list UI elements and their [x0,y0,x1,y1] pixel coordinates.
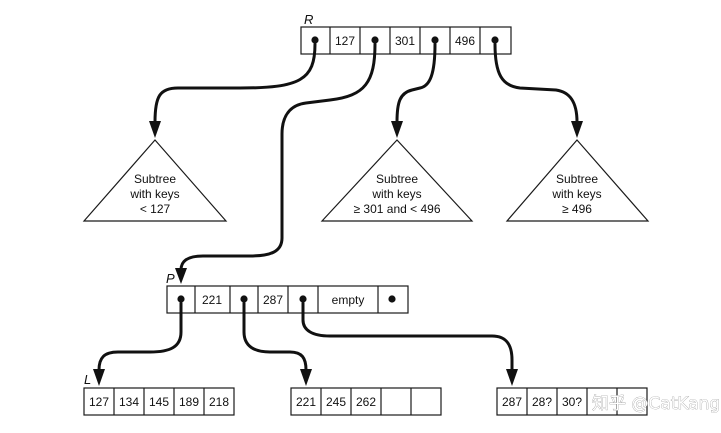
subtree-right-triangle [505,139,650,222]
subtree-middle-line: ≥ 301 and < 496 [354,202,441,216]
subtree-right-line: Subtree [556,172,598,186]
subtree-left-triangle [82,139,228,222]
subtree-right-line: with keys [551,187,601,201]
subtree-middle-line: Subtree [376,172,418,186]
subtree-right: Subtree with keys ≥ 496 [505,139,650,222]
leaf-node-1: 127 134 145 189 218 [83,387,235,416]
edge-root-to-middle-subtree [395,42,437,124]
internal-pointer-dot [299,295,307,303]
edge-internal-to-leaf-1 [97,301,183,372]
subtree-middle: Subtree with keys ≥ 301 and < 496 [320,139,474,222]
root-key: 301 [395,34,415,48]
root-label: R [304,12,313,27]
leaf-key: 221 [296,395,316,409]
subtree-left-line: with keys [129,187,179,201]
subtree-middle-triangle [320,139,474,222]
arrowhead-icon [149,121,161,138]
internal-key: 221 [202,293,222,307]
arrowhead-icon [93,369,105,386]
subtree-left-line: < 127 [140,202,171,216]
leaf-key: 218 [209,395,229,409]
arrowhead-icon [506,369,518,386]
internal-key: 287 [263,293,283,307]
leaf-key: 262 [356,395,376,409]
leaf-node-2-box [290,387,442,416]
leaf-node-3-box [496,387,648,416]
leaf-key: 28? [532,395,552,409]
edge-internal-to-leaf-3 [301,301,514,372]
root-node: 127 301 496 [300,26,512,55]
arrowhead-icon [175,268,187,284]
leaf-key: 189 [179,395,199,409]
root-pointer-dot [371,36,379,44]
leaf-key: 30? [562,395,582,409]
internal-pointer-dot [388,295,396,303]
watermark: 知乎 @CatKang [592,394,720,414]
subtree-middle-line: with keys [371,187,421,201]
root-key: 496 [455,34,475,48]
edge-root-to-left-subtree [153,42,317,124]
internal-empty-text: empty [332,293,365,307]
edge-root-to-right-subtree [493,42,579,124]
leaf-key: 245 [326,395,346,409]
internal-pointer-dot [177,295,185,303]
edge-root-to-internal-node [179,42,377,272]
subtree-left: Subtree with keys < 127 [82,139,228,222]
leaf-label: L [84,372,91,387]
arrowhead-icon [571,121,583,138]
edge-internal-to-leaf-2 [242,301,308,372]
root-pointer-dot [311,36,319,44]
leaf-node-2: 221 245 262 [290,387,442,416]
leaf-node-3: 287 28? 30? [496,387,648,416]
internal-pointer-dot [240,295,248,303]
leaf-key: 145 [149,395,169,409]
root-pointer-dot [491,36,499,44]
internal-node: 221 287 empty [166,285,409,314]
arrowhead-icon [300,369,312,386]
arrowhead-icon [391,121,403,138]
leaf-node-1-box [83,387,235,416]
internal-node-label: P [166,271,175,286]
edges [93,42,583,386]
subtree-left-line: Subtree [134,172,176,186]
root-pointer-dot [431,36,439,44]
root-node-box [300,26,512,55]
root-key: 127 [335,34,355,48]
subtree-right-line: ≥ 496 [562,202,592,216]
leaf-key: 287 [502,395,522,409]
leaf-key: 127 [89,395,109,409]
leaf-key: 134 [119,395,139,409]
